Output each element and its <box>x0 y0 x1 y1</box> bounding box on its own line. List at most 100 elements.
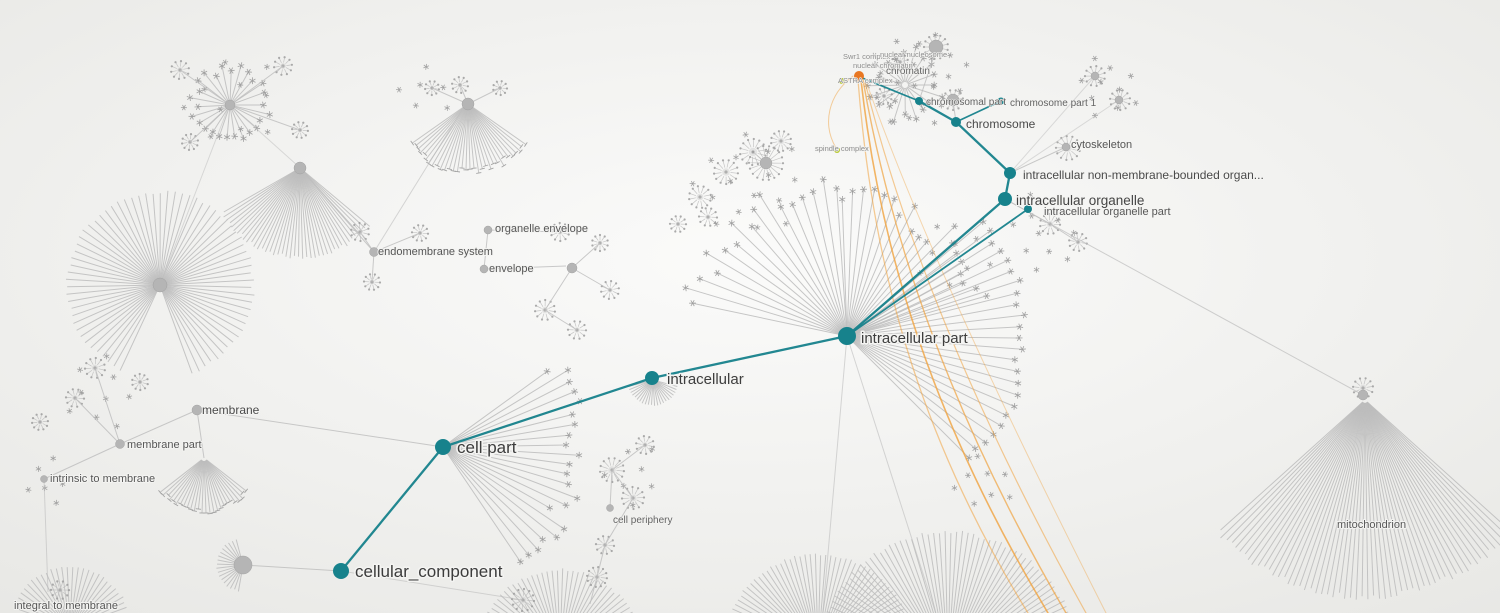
term-label[interactable]: chromosomal part <box>925 96 1006 108</box>
term-node[interactable] <box>40 475 48 483</box>
term-node[interactable] <box>224 99 236 111</box>
term-label[interactable]: intracellular <box>666 370 746 390</box>
fan-cluster <box>628 380 678 406</box>
term-label[interactable]: intracellular part <box>860 329 971 349</box>
graph-edge <box>189 104 231 143</box>
graph-edge <box>596 544 606 578</box>
selected-path-node[interactable] <box>915 97 923 105</box>
term-label[interactable]: nuclear chromatin <box>852 60 913 70</box>
fan-cluster <box>223 169 371 259</box>
term-node[interactable] <box>461 97 475 111</box>
term-label[interactable]: integral to membrane <box>13 599 119 613</box>
graph-edge <box>229 104 299 167</box>
term-label[interactable]: chromosome part 1 <box>1009 97 1097 109</box>
term-label[interactable]: envelope <box>488 262 535 276</box>
leaf-flower <box>131 372 149 392</box>
graph-edge <box>589 576 598 605</box>
term-node[interactable] <box>152 277 168 293</box>
graph-edge <box>846 335 937 613</box>
term-label[interactable]: membrane <box>201 402 261 418</box>
term-label[interactable]: cytoskeleton <box>1070 138 1133 152</box>
term-label[interactable]: intracellular non-membrane-bounded organ… <box>1022 167 1265 183</box>
term-node[interactable] <box>928 39 944 55</box>
leaf-sprinkle <box>25 455 66 506</box>
term-node[interactable] <box>566 262 578 274</box>
graph-edge <box>299 167 375 253</box>
selected-path-node[interactable] <box>997 97 1005 105</box>
graph-edge <box>571 242 601 269</box>
term-label[interactable]: endomembrane system <box>377 245 494 259</box>
selected-path-node[interactable] <box>838 327 856 345</box>
leaf-sprinkle <box>871 31 970 126</box>
term-node[interactable] <box>233 555 253 575</box>
term-label[interactable]: nuclear nucleosome <box>879 49 947 59</box>
graph-edge <box>1009 75 1096 174</box>
term-node[interactable] <box>191 404 203 416</box>
term-node[interactable] <box>115 439 125 449</box>
term-node[interactable] <box>1061 142 1071 152</box>
selected-path-edge <box>955 100 1002 123</box>
term-node[interactable] <box>946 93 960 107</box>
leaf-flower <box>362 273 382 291</box>
fan-cluster <box>1220 401 1500 600</box>
selected-path-edge <box>859 76 920 102</box>
term-label[interactable]: ASTRA complex <box>837 75 893 85</box>
term-label[interactable]: organelle envelope <box>494 222 589 236</box>
highlighted-path-edge <box>860 79 1049 613</box>
term-node[interactable] <box>483 225 493 235</box>
secondary-highlighted-term-node[interactable] <box>839 78 845 84</box>
graph-edge <box>340 570 524 601</box>
leaf-flower <box>410 224 430 242</box>
fan-cluster <box>487 568 633 613</box>
graph-edge <box>94 367 121 445</box>
term-node[interactable] <box>606 504 614 512</box>
term-label[interactable]: chromosome <box>965 116 1037 132</box>
term-node[interactable] <box>293 161 307 175</box>
term-node[interactable] <box>369 247 379 257</box>
graph-edge <box>159 107 229 286</box>
graph-edge <box>918 49 937 102</box>
highlighted-path-edge <box>864 81 1087 613</box>
highlighted-path-edge <box>828 75 854 149</box>
graph-edge <box>371 251 375 283</box>
highlighted-term-node[interactable] <box>854 71 864 81</box>
term-node[interactable] <box>479 264 489 274</box>
secondary-highlighted-term-node[interactable] <box>834 147 840 153</box>
term-label[interactable]: intracellular organelle part <box>1043 205 1172 219</box>
selected-path-edge <box>846 208 1029 337</box>
graph-edge <box>229 65 284 106</box>
graph-edge <box>611 444 646 471</box>
fan-cluster <box>65 190 255 374</box>
term-label[interactable]: mitochondrion <box>1336 518 1407 532</box>
selected-path-node[interactable] <box>951 117 961 127</box>
selected-path-node[interactable] <box>333 563 349 579</box>
selected-path-node[interactable] <box>435 439 451 455</box>
graph-edge <box>229 104 301 131</box>
term-label[interactable]: spindle complex <box>814 143 869 153</box>
selected-path-node[interactable] <box>645 371 659 385</box>
term-label[interactable]: membrane part <box>126 438 203 452</box>
term-label[interactable]: cell part <box>456 437 519 459</box>
term-label[interactable]: intracellular organelle <box>1015 192 1145 209</box>
term-label[interactable]: Swr1 complex <box>842 51 891 61</box>
term-label[interactable]: chromatin <box>885 65 930 77</box>
term-node[interactable] <box>759 156 773 170</box>
leaf-flower <box>713 159 740 186</box>
term-label[interactable]: cell periphery <box>612 514 673 526</box>
graph-edge <box>196 409 205 459</box>
term-label[interactable]: intrinsic to membrane <box>49 472 156 486</box>
graph-edge <box>611 469 634 499</box>
term-node[interactable] <box>1357 389 1369 401</box>
gray-edges-layer <box>43 49 1364 613</box>
term-node[interactable] <box>1114 95 1124 105</box>
term-label[interactable]: cellular_component <box>354 561 505 583</box>
graph-edge <box>544 309 578 331</box>
term-node[interactable] <box>1090 71 1100 81</box>
selected-path-node[interactable] <box>998 192 1012 206</box>
fan-cluster <box>863 43 946 126</box>
selected-path-node[interactable] <box>1004 167 1016 179</box>
selected-path-node[interactable] <box>1024 205 1032 213</box>
leaf-sprinkle <box>689 131 798 231</box>
